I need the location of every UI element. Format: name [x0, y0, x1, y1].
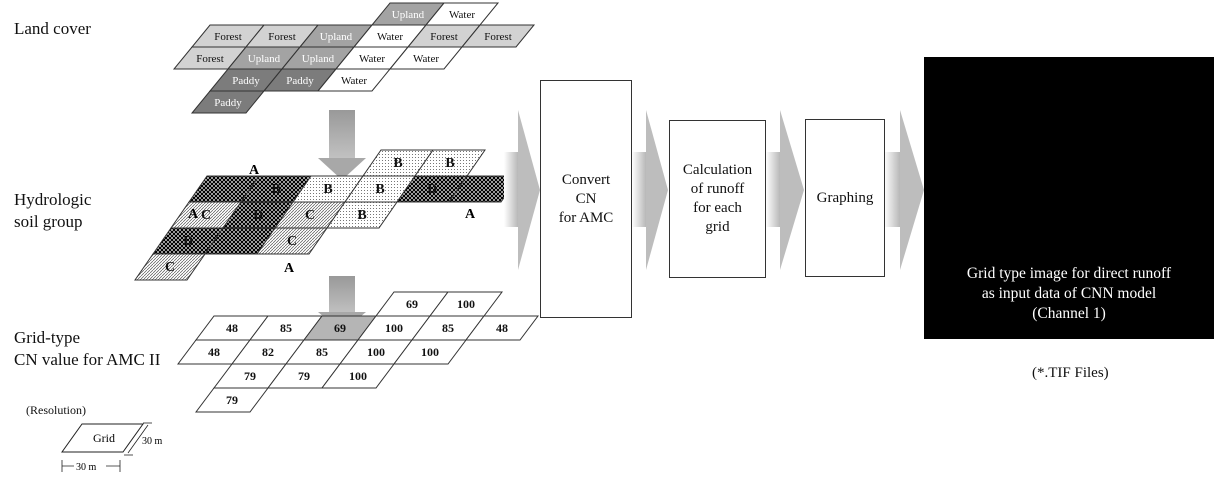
runoff-calculation-line: for each	[693, 200, 742, 216]
convert-cn-line: CN	[575, 190, 597, 207]
flow-arrow-2	[632, 110, 668, 270]
flow-arrow-3	[766, 110, 804, 270]
soil-cell-label: B	[375, 182, 384, 197]
resolution-label: (Resolution)	[26, 403, 86, 417]
convert-cn-line: Convert	[561, 171, 611, 188]
cn-cell-label: 79	[244, 369, 256, 383]
graphing-box: Graphing	[805, 119, 885, 277]
cn-cell-label: 85	[316, 345, 328, 359]
cn-cell-label: 100	[457, 297, 475, 311]
convert-cn-line: for AMC	[558, 209, 614, 226]
dimension-horizontal: 30 m	[76, 462, 97, 473]
soil-cell-label: B	[357, 208, 366, 223]
flow-arrow-4	[884, 110, 924, 270]
lc-cell	[460, 24, 536, 48]
output-caption-line3: (Channel 1)	[1032, 305, 1106, 322]
cn-cell-label: 100	[349, 369, 367, 383]
resolution-grid: Grid 30 m 30 m	[61, 422, 163, 473]
cn-cell-label: 48	[208, 345, 220, 359]
soil-outer-label: A	[188, 207, 199, 222]
soil-cell-label: B	[445, 156, 454, 171]
soil-cell-label: D	[253, 208, 263, 223]
soil-cell	[448, 175, 520, 203]
hydrologic-label-line2: soil group	[14, 212, 83, 231]
lc-cell-label: Forest	[268, 31, 296, 43]
soil-cell-label: D	[183, 234, 193, 249]
hydrologic-label-line1: Hydrologic	[14, 190, 92, 209]
lc-cell	[190, 90, 266, 114]
runoff-calculation-box: Calculation of runoff for each grid	[669, 120, 766, 278]
lc-cell-label: Water	[377, 31, 403, 43]
resolution-grid-label: Grid	[93, 431, 115, 445]
graphing-line: Graphing	[816, 189, 874, 206]
lc-cell-label: Water	[341, 75, 367, 87]
cn-cell	[195, 387, 269, 413]
lc-cell-label: Upland	[392, 9, 425, 21]
tif-files-label: (*.TIF Files)	[1032, 365, 1109, 381]
output-caption-line2: as input data of CNN model	[981, 285, 1157, 302]
cn-cell-label: 48	[496, 321, 508, 335]
land-cover-label: Land cover	[14, 19, 91, 38]
lc-cell-label: Water	[449, 9, 475, 21]
cn-cell	[321, 363, 395, 389]
cn-cell-label: 85	[280, 321, 292, 335]
lc-cell-label: Paddy	[232, 75, 260, 87]
cn-cell	[393, 339, 467, 365]
convert-cn-box: Convert CN for AMC	[540, 80, 632, 318]
lc-cell-label: Forest	[214, 31, 242, 43]
soil-cell-label: B	[393, 156, 402, 171]
cn-cell-label: 100	[367, 345, 385, 359]
output-caption: Grid type image for direct runoff as inp…	[924, 264, 1214, 324]
cn-label-line1: Grid-type	[14, 328, 81, 347]
lc-cell-label: Forest	[484, 31, 512, 43]
down-arrow-1	[318, 110, 366, 180]
soil-cell-label: C	[201, 208, 211, 223]
cn-cell	[465, 315, 539, 341]
output-image-panel	[924, 57, 1214, 339]
runoff-calculation-line: of runoff	[690, 181, 745, 197]
cn-cell-label: 69	[406, 297, 418, 311]
lc-cell-label: Paddy	[286, 75, 314, 87]
lc-cell-label: Upland	[302, 53, 335, 65]
soil-cell-label: B	[271, 182, 280, 197]
dimension-vertical: 30 m	[142, 436, 163, 447]
soil-cell	[256, 227, 328, 255]
cn-cell-label: 79	[298, 369, 310, 383]
lc-cell-label: Forest	[196, 53, 224, 65]
lc-cell-label: Upland	[248, 53, 281, 65]
soil-cell-label: C	[165, 260, 175, 275]
cn-cell-label: 100	[421, 345, 439, 359]
cn-cell-label: 48	[226, 321, 238, 335]
output-caption-line1: Grid type image for direct runoff	[966, 265, 1172, 282]
soil-outer-label: A	[284, 261, 295, 276]
lc-cell	[316, 68, 392, 92]
lc-cell-label: Water	[413, 53, 439, 65]
soil-cell	[326, 201, 398, 229]
runoff-calculation-line: Calculation	[682, 162, 753, 178]
lc-cell-label: Water	[359, 53, 385, 65]
lc-cell-label: Forest	[430, 31, 458, 43]
flow-arrow-1	[504, 110, 540, 270]
soil-cell-label: C	[287, 234, 297, 249]
cn-cell-label: 69	[334, 321, 346, 335]
lc-cell-label: Upland	[320, 31, 353, 43]
soil-outer-label: A	[465, 207, 476, 222]
cn-label-line2: CN value for AMC II	[14, 350, 161, 369]
lc-cell	[388, 46, 464, 70]
cn-cell-label: 82	[262, 345, 274, 359]
soil-outer-label: A	[249, 163, 260, 178]
lc-cell-label: Paddy	[214, 97, 242, 109]
cn-cell-label: 79	[226, 393, 238, 407]
cn-cell-label: 100	[385, 321, 403, 335]
soil-cell-label: D	[427, 182, 437, 197]
soil-cell-label: C	[305, 208, 315, 223]
runoff-calculation-line: grid	[705, 219, 730, 235]
soil-cell	[134, 253, 206, 281]
cn-cell-label: 85	[442, 321, 454, 335]
soil-cell-label: B	[323, 182, 332, 197]
